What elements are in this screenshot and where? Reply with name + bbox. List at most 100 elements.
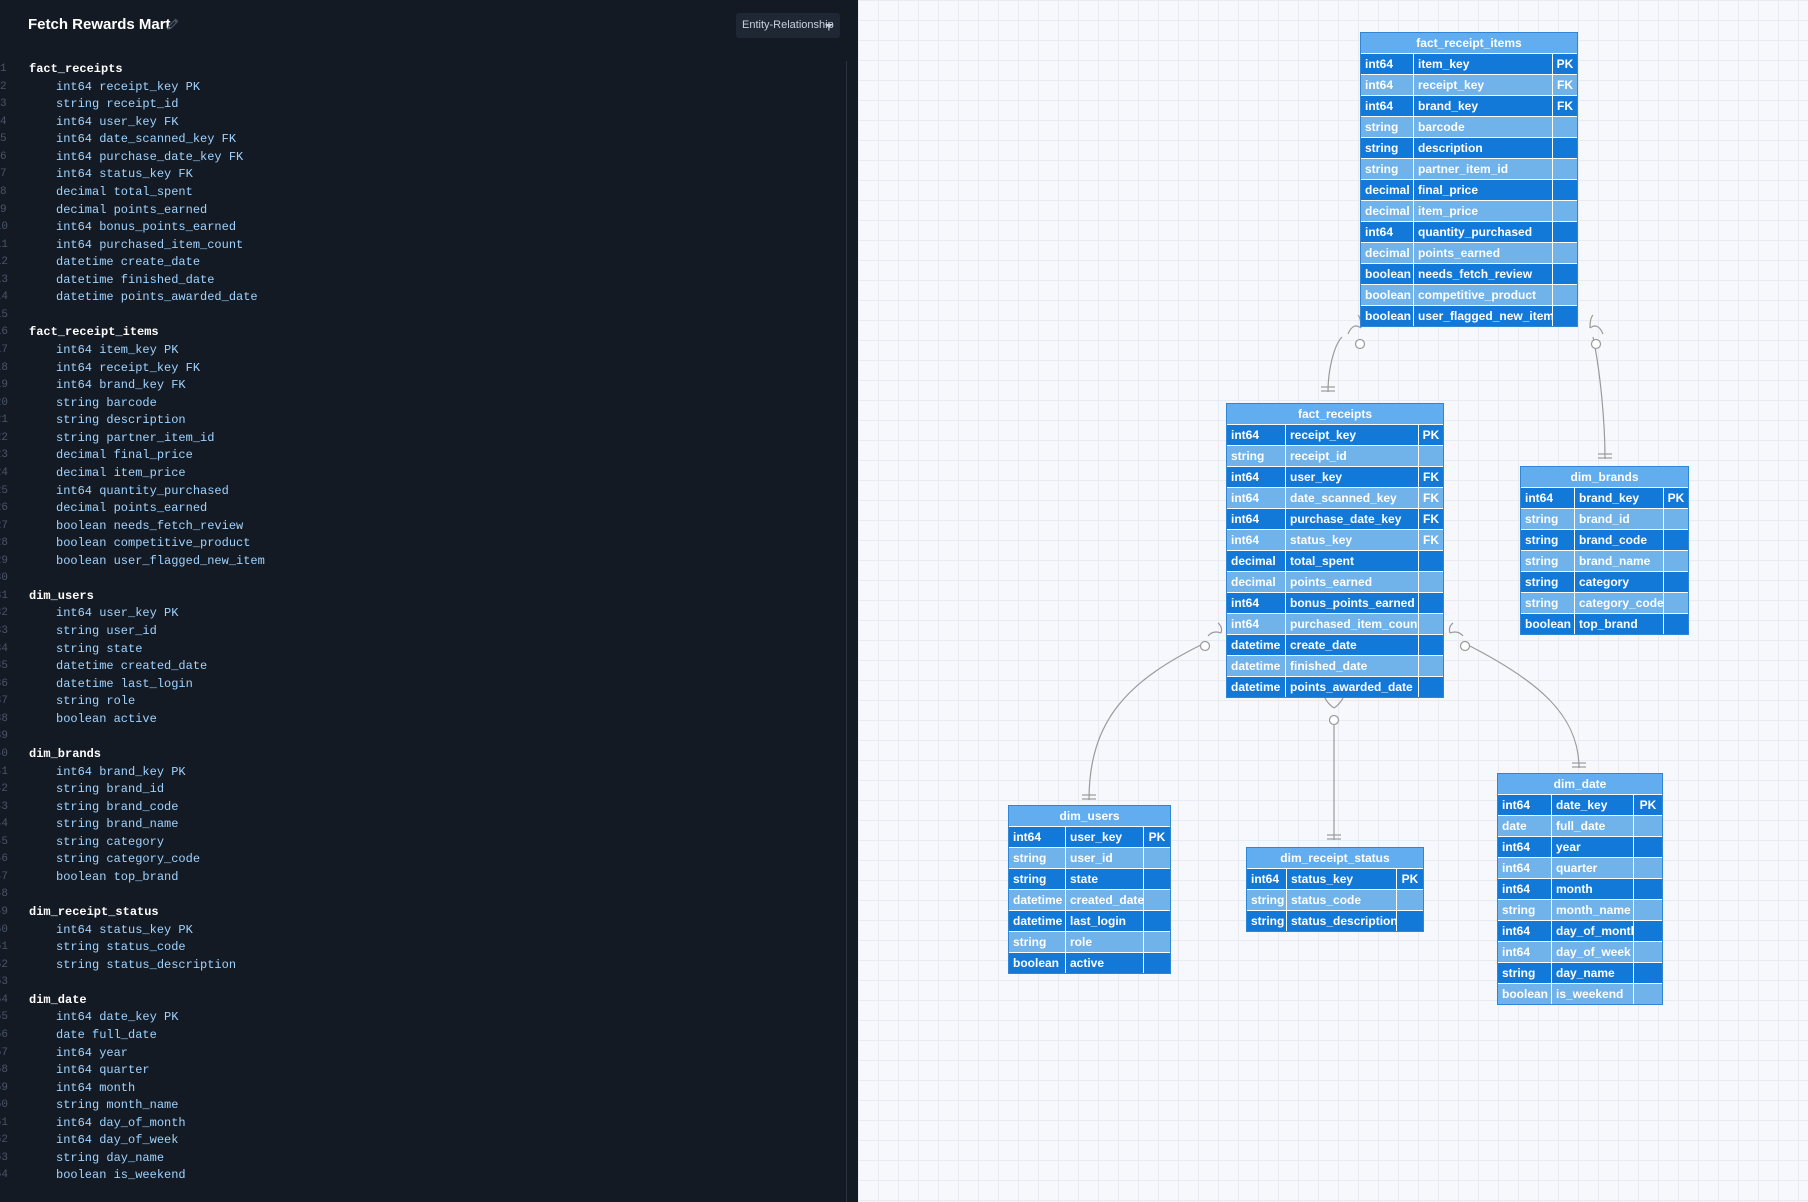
line-number: 30 bbox=[0, 572, 8, 585]
line-number: 45 bbox=[0, 835, 8, 848]
relationship-line bbox=[1592, 336, 1606, 460]
column-name: receipt_key bbox=[1413, 75, 1552, 95]
column-name: month bbox=[1551, 879, 1633, 899]
column-name: quarter bbox=[1551, 858, 1633, 878]
code-line: 42string brand_id bbox=[0, 781, 844, 799]
column-key bbox=[1663, 614, 1688, 634]
column-name: barcode bbox=[1413, 117, 1552, 137]
code-line: 12datetime create_date bbox=[0, 254, 844, 272]
code-line: 48 bbox=[0, 886, 844, 904]
code-line: 27boolean needs_fetch_review bbox=[0, 518, 844, 536]
column-name: receipt_id bbox=[1285, 446, 1418, 466]
code-column-def: string day_name bbox=[56, 1150, 165, 1165]
column-type: int64 bbox=[1502, 924, 1531, 938]
editor-scrollbar[interactable] bbox=[846, 61, 857, 1202]
code-column-def: int64 receipt_key FK bbox=[56, 360, 201, 375]
column-name: needs_fetch_review bbox=[1413, 264, 1552, 284]
column-type: string bbox=[1525, 596, 1559, 610]
column-type: boolean bbox=[1365, 267, 1412, 281]
line-number: 23 bbox=[0, 449, 8, 462]
column-name: is_weekend bbox=[1551, 984, 1633, 1004]
code-column-def: datetime created_date bbox=[56, 659, 208, 674]
column-key: FK bbox=[1418, 488, 1443, 508]
code-table-name: dim_date bbox=[29, 992, 87, 1007]
code-line: 22string partner_item_id bbox=[0, 430, 844, 448]
line-number: 15 bbox=[0, 308, 8, 321]
code-table-name: fact_receipt_items bbox=[29, 325, 159, 340]
pencil-icon[interactable] bbox=[166, 17, 180, 31]
column-type: int64 bbox=[1365, 57, 1394, 71]
code-line: 25int64 quantity_purchased bbox=[0, 483, 844, 501]
code-line: 21string description bbox=[0, 412, 844, 430]
entity-header: dim_brands bbox=[1521, 467, 1688, 487]
column-name: final_price bbox=[1413, 180, 1552, 200]
column-name: points_earned bbox=[1413, 243, 1552, 263]
column-name: category_code bbox=[1574, 593, 1663, 613]
line-number: 31 bbox=[0, 589, 8, 602]
code-column-def: decimal final_price bbox=[56, 448, 193, 463]
code-column-def: int64 user_key FK bbox=[56, 114, 179, 129]
column-type: decimal bbox=[1365, 246, 1410, 260]
code-line: 41int64 brand_key PK bbox=[0, 764, 844, 782]
column-type: string bbox=[1365, 120, 1399, 134]
column-name: total_spent bbox=[1285, 551, 1418, 571]
column-name: user_id bbox=[1065, 848, 1143, 868]
line-number: 8 bbox=[0, 185, 7, 198]
code-column-def: string description bbox=[56, 413, 186, 428]
column-key: PK bbox=[1663, 488, 1688, 508]
column-key: PK bbox=[1143, 827, 1170, 847]
code-line: 63string day_name bbox=[0, 1150, 844, 1168]
line-number: 59 bbox=[0, 1081, 8, 1094]
line-number: 28 bbox=[0, 537, 8, 550]
code-line: 60string month_name bbox=[0, 1097, 844, 1115]
line-number: 24 bbox=[0, 466, 8, 479]
entity-header: fact_receipt_items bbox=[1361, 33, 1577, 53]
column-key: FK bbox=[1418, 467, 1443, 487]
column-key: FK bbox=[1418, 530, 1443, 550]
column-key bbox=[1633, 837, 1662, 857]
column-name: category bbox=[1574, 572, 1663, 592]
code-column-def: int64 brand_key PK bbox=[56, 764, 186, 779]
view-mode-dropdown[interactable]: Entity-Relationship bbox=[736, 13, 840, 38]
column-name: status_key bbox=[1286, 869, 1396, 889]
column-name: points_earned bbox=[1285, 572, 1418, 592]
code-table-name: fact_receipts bbox=[29, 62, 123, 76]
column-type: string bbox=[1251, 914, 1285, 928]
column-name: finished_date bbox=[1285, 656, 1418, 676]
entity-column-row: string category_code bbox=[1521, 592, 1688, 613]
code-line: 43string brand_code bbox=[0, 799, 844, 817]
column-name: quantity_purchased bbox=[1413, 222, 1552, 242]
column-name: partner_item_id bbox=[1413, 159, 1552, 179]
line-number: 53 bbox=[0, 976, 8, 989]
column-key bbox=[1396, 890, 1423, 910]
line-number: 1 bbox=[0, 63, 7, 75]
code-line: 34string state bbox=[0, 641, 844, 659]
column-key bbox=[1552, 264, 1577, 284]
line-number: 51 bbox=[0, 941, 8, 954]
entity-header: dim_receipt_status bbox=[1247, 848, 1423, 868]
line-number: 60 bbox=[0, 1099, 8, 1112]
column-name: top_brand bbox=[1574, 614, 1663, 634]
line-number: 17 bbox=[0, 344, 8, 356]
